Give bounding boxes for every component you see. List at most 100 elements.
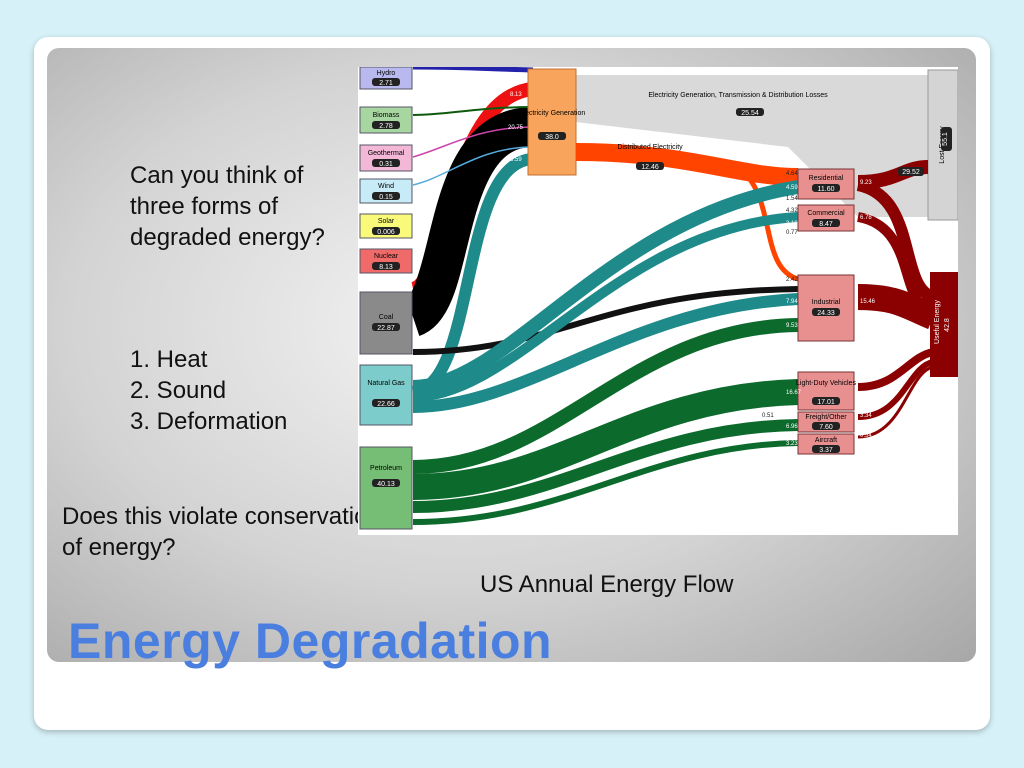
flow-label: 8.13 — [510, 92, 522, 98]
svg-text:22.66: 22.66 — [377, 401, 395, 408]
electricity-generation-label: Electricity Generation — [519, 110, 586, 117]
lost-value-badge — [941, 127, 952, 151]
svg-text:3.37: 3.37 — [819, 447, 833, 454]
flow-label: 0.54 — [860, 433, 872, 439]
conservation-question: Does this violate conservation of energy… — [62, 503, 381, 561]
flow-label: 16.67 — [786, 390, 802, 396]
sector-industrial: Industrial 24.33 — [797, 274, 855, 342]
question-text: Can you think of three forms of degraded… — [130, 162, 325, 251]
sector-residential: Residential 11.60 — [797, 168, 855, 200]
flow-biomass — [412, 106, 534, 116]
sector-light-duty-vehicles: Light-Duty Vehicles 17.01 — [796, 371, 856, 411]
flow-label: 0.77 — [786, 230, 798, 236]
source-hydro: Hydro 2.71 — [359, 67, 413, 90]
svg-text:Petroleum: Petroleum — [370, 465, 402, 472]
flow-label: 3.4 — [860, 373, 869, 379]
svg-text:8.47: 8.47 — [819, 221, 833, 228]
flow-gas-industrial — [412, 293, 799, 413]
electricity-generation-box — [527, 68, 577, 176]
flow-label: 1.54 — [786, 196, 798, 202]
distributed-electricity-value: 12.46 — [641, 164, 659, 171]
lost-flow-value: 29.52 — [902, 169, 920, 176]
flow-label: 6.96 — [786, 424, 798, 430]
svg-text:Coal: Coal — [379, 314, 394, 321]
flow-gas-commercial — [412, 212, 799, 402]
source-petroleum: Petroleum 40.13 — [359, 446, 413, 530]
svg-text:0.31: 0.31 — [379, 161, 393, 168]
answer-item: 1. Heat — [130, 346, 208, 373]
flow-coal-electric — [403, 107, 535, 336]
flow-label: 0.51 — [762, 413, 774, 419]
flow-gas-residential — [412, 180, 800, 394]
useful-energy-value: 42.8 — [944, 318, 951, 332]
flow-label: 6.78 — [860, 215, 872, 221]
useful-energy-label: Useful Energy — [934, 300, 941, 344]
svg-text:0.006: 0.006 — [377, 229, 395, 236]
flow-petroleum-vehicles — [412, 379, 799, 500]
useful-energy-box — [930, 272, 958, 377]
source-biomass: Biomass 2.78 — [359, 106, 413, 134]
lost-energy-value: 55.1 — [942, 132, 949, 146]
source-coal: Coal 22.87 — [359, 291, 413, 355]
flow-label: 3.23 — [786, 441, 798, 447]
flow-industrial-useful — [857, 284, 938, 330]
electricity-generation-value: 38.0 — [545, 134, 559, 141]
svg-text:Commercial: Commercial — [807, 210, 845, 217]
flow-wind — [412, 146, 534, 186]
svg-text:Geothermal: Geothermal — [368, 150, 405, 157]
flow-vehicles-useful — [857, 348, 935, 391]
sector-commercial: Commercial 8.47 — [797, 204, 855, 232]
svg-text:Wind: Wind — [378, 183, 394, 190]
svg-text:Hydro: Hydro — [377, 70, 396, 77]
svg-text:22.87: 22.87 — [377, 325, 395, 332]
flow-petroleum-industrial — [412, 318, 799, 474]
flow-label: 20.75 — [508, 125, 524, 131]
flow-residential-useful — [856, 179, 936, 303]
svg-text:Light-Duty Vehicles: Light-Duty Vehicles — [796, 380, 856, 387]
flow-distributed-electricity — [575, 143, 799, 186]
losses-label: Electricity Generation, Transmission & D… — [648, 92, 828, 99]
flow-petroleum-freight — [412, 419, 799, 513]
slide-title: Energy Degradation — [68, 613, 553, 669]
svg-text:17.01: 17.01 — [817, 399, 835, 406]
flow-hydro — [412, 67, 534, 73]
svg-text:Aircraft: Aircraft — [815, 437, 837, 444]
svg-text:2.78: 2.78 — [379, 123, 393, 130]
answer-list: 1. Heat 2. Sound 3. Deformation — [130, 344, 287, 437]
distributed-electricity-label: Distributed Electricity — [617, 144, 683, 151]
source-geothermal: Geothermal 0.31 — [359, 144, 413, 172]
svg-text:Residential: Residential — [809, 175, 844, 182]
flow-label: 3.34 — [860, 413, 872, 419]
source-solar: Solar 0.006 — [359, 213, 413, 239]
diagram-caption: US Annual Energy Flow — [480, 571, 734, 598]
svg-text:Solar: Solar — [378, 218, 395, 225]
svg-text:Natural Gas: Natural Gas — [367, 380, 405, 387]
flow-label: 4.59 — [786, 185, 798, 191]
svg-text:Industrial: Industrial — [812, 299, 841, 306]
flow-label: 7.94 — [786, 299, 798, 305]
svg-text:40.13: 40.13 — [377, 481, 395, 488]
sector-aircraft: Aircraft 3.37 — [797, 433, 855, 455]
energy-flow-diagram: Hydro 2.71 Biomass 2.78 Geothermal 0.31 … — [358, 67, 958, 535]
answer-item: 2. Sound — [130, 377, 227, 404]
flow-petroleum-aircraft — [412, 440, 799, 525]
flow-label: 4.64 — [786, 171, 798, 177]
distributed-value-badge — [636, 162, 664, 170]
svg-text:7.60: 7.60 — [819, 424, 833, 431]
flow-electric-industrial — [736, 165, 799, 282]
source-wind: Wind 0.15 — [359, 178, 413, 204]
flow-geothermal — [412, 126, 534, 158]
electricity-value-badge — [538, 132, 566, 140]
svg-text:0.15: 0.15 — [379, 194, 393, 201]
losses-value-badge — [736, 108, 764, 116]
flow-label: 5.59 — [510, 157, 522, 163]
svg-text:11.60: 11.60 — [818, 186, 835, 193]
losses-value: 25.54 — [741, 110, 759, 117]
flow-label: 3.19 — [786, 221, 798, 227]
flow-aircraft-useful — [857, 365, 934, 439]
svg-text:Nuclear: Nuclear — [374, 253, 399, 260]
flow-freight-useful — [857, 359, 934, 420]
lost-flow-badge — [898, 167, 924, 176]
svg-text:Freight/Other: Freight/Other — [805, 414, 847, 421]
flow-coal-industrial — [412, 286, 799, 355]
